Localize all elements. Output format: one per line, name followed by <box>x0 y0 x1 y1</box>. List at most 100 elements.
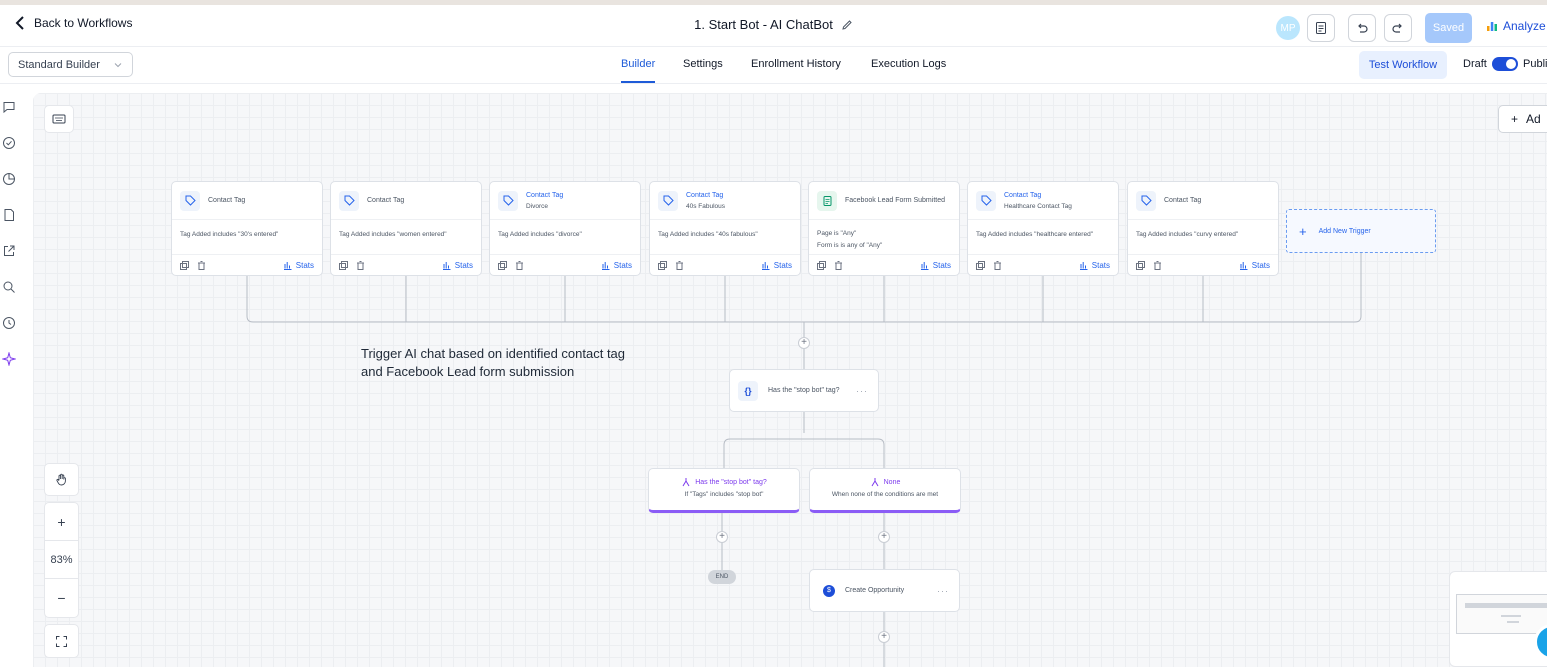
end-marker: END <box>708 570 736 584</box>
trash-icon[interactable] <box>1153 260 1162 270</box>
add-step-button[interactable]: + <box>878 531 890 543</box>
bar-chart-icon <box>442 261 451 270</box>
tab-settings[interactable]: Settings <box>683 58 723 70</box>
stats-link[interactable]: Stats <box>1239 261 1270 270</box>
add-step-button[interactable]: + <box>878 631 890 643</box>
chat-icon[interactable] <box>1 99 17 115</box>
copy-icon[interactable] <box>658 260 667 270</box>
add-button[interactable]: + Ad <box>1498 105 1547 133</box>
pan-tool-button[interactable] <box>44 463 79 496</box>
trigger-title: Facebook Lead Form Submitted <box>845 197 945 204</box>
more-options-icon[interactable]: ··· <box>856 385 868 396</box>
trigger-card[interactable]: Contact Tag 40s Fabulous Tag Added inclu… <box>649 181 801 276</box>
copy-icon[interactable] <box>339 260 348 270</box>
sub-bar: Standard Builder Builder Settings Enroll… <box>0 47 1547 84</box>
copy-icon[interactable] <box>498 260 507 270</box>
stats-link[interactable]: Stats <box>442 261 473 270</box>
tag-icon <box>976 190 996 211</box>
stats-link[interactable]: Stats <box>761 261 792 270</box>
builder-type-select[interactable]: Standard Builder <box>8 52 133 77</box>
undo-button[interactable] <box>1348 14 1376 42</box>
dollar-icon: $ <box>823 584 835 597</box>
trigger-subtitle: Healthcare Contact Tag <box>1004 202 1072 210</box>
analyze-button[interactable]: Analyze <box>1486 19 1546 33</box>
trigger-title: Contact Tag <box>367 197 405 204</box>
trash-icon[interactable] <box>834 260 843 270</box>
builder-type-value: Standard Builder <box>18 58 100 71</box>
trash-icon[interactable] <box>356 260 365 270</box>
stats-link[interactable]: Stats <box>283 261 314 270</box>
trash-icon[interactable] <box>675 260 684 270</box>
clipboard-icon <box>817 190 837 211</box>
add-new-trigger-button[interactable]: + Add New Trigger <box>1286 209 1436 253</box>
undo-icon <box>1358 23 1368 33</box>
version-history-button[interactable] <box>1307 14 1335 42</box>
analyze-label: Analyze <box>1503 19 1546 33</box>
minimap[interactable] <box>1449 571 1547 667</box>
zoom-in-button[interactable]: + <box>45 503 78 541</box>
tag-icon <box>339 190 359 211</box>
publish-toggle[interactable] <box>1492 57 1518 71</box>
trigger-card[interactable]: Contact Tag Tag Added includes "women en… <box>330 181 482 276</box>
copy-icon[interactable] <box>1136 260 1145 270</box>
branch-node[interactable]: None When none of the conditions are met <box>809 468 961 513</box>
tab-enrollment-history[interactable]: Enrollment History <box>751 58 841 70</box>
document-icon[interactable] <box>1 207 17 223</box>
external-link-icon[interactable] <box>1 243 17 259</box>
tag-icon <box>1136 190 1156 211</box>
trigger-card[interactable]: Contact Tag Tag Added includes "30's ent… <box>171 181 323 276</box>
stats-link[interactable]: Stats <box>601 261 632 270</box>
trash-icon[interactable] <box>515 260 524 270</box>
condition-node[interactable]: {} Has the "stop bot" tag? ··· <box>729 369 879 412</box>
trigger-title: Contact Tag <box>686 191 724 199</box>
trigger-card[interactable]: Contact Tag Divorce Tag Added includes "… <box>489 181 641 276</box>
search-icon[interactable] <box>1 279 17 295</box>
tag-icon <box>658 190 678 211</box>
tag-icon <box>180 190 200 211</box>
plus-icon: + <box>1299 223 1307 239</box>
workflow-canvas[interactable]: + Ad Contact Tag Tag Added includes "30'… <box>33 93 1547 667</box>
redo-icon <box>1392 23 1402 33</box>
copy-icon[interactable] <box>817 260 826 270</box>
keyboard-shortcuts-button[interactable] <box>44 105 74 133</box>
pencil-icon[interactable] <box>841 19 853 31</box>
history-icon[interactable] <box>1 315 17 331</box>
bar-chart-icon <box>283 261 292 270</box>
tab-builder[interactable]: Builder <box>621 58 656 83</box>
publish-label: Publi <box>1523 58 1547 70</box>
tab-execution-logs[interactable]: Execution Logs <box>871 58 947 70</box>
trigger-card[interactable]: Facebook Lead Form Submitted Page is "An… <box>808 181 960 276</box>
trash-icon[interactable] <box>197 260 206 270</box>
minimap-viewport <box>1456 594 1547 634</box>
add-step-button[interactable]: + <box>798 337 810 349</box>
add-step-button[interactable]: + <box>716 531 728 543</box>
action-node[interactable]: $ Create Opportunity ··· <box>809 569 960 612</box>
copy-icon[interactable] <box>180 260 189 270</box>
saved-button[interactable]: Saved <box>1425 13 1472 43</box>
trigger-card[interactable]: Contact Tag Tag Added includes "curvy en… <box>1127 181 1279 276</box>
trigger-condition: Form is is any of "Any" <box>817 242 883 249</box>
bar-chart-icon <box>920 261 929 270</box>
stats-link[interactable]: Stats <box>920 261 951 270</box>
zoom-out-button[interactable]: − <box>57 590 66 606</box>
copy-icon[interactable] <box>976 260 985 270</box>
trigger-card[interactable]: Contact Tag Healthcare Contact Tag Tag A… <box>967 181 1119 276</box>
check-circle-icon[interactable] <box>1 135 17 151</box>
more-options-icon[interactable]: ··· <box>937 585 949 596</box>
trigger-subtitle: 40s Fabulous <box>686 202 726 210</box>
stats-link[interactable]: Stats <box>1079 261 1110 270</box>
ai-sparkle-icon[interactable] <box>1 351 17 367</box>
zoom-controls: + 83% − <box>44 502 79 618</box>
workflow-title[interactable]: 1. Start Bot - AI ChatBot <box>694 17 853 32</box>
test-workflow-button[interactable]: Test Workflow <box>1359 51 1447 79</box>
trash-icon[interactable] <box>993 260 1002 270</box>
left-rail <box>0 84 32 667</box>
canvas-note-line: and Facebook Lead form submission <box>361 364 575 379</box>
fit-view-button[interactable] <box>44 624 79 658</box>
branch-node[interactable]: Has the "stop bot" tag? If "Tags" includ… <box>648 468 800 513</box>
back-to-workflows-link[interactable]: Back to Workflows <box>14 16 132 30</box>
pie-chart-icon[interactable] <box>1 171 17 187</box>
redo-button[interactable] <box>1384 14 1412 42</box>
bar-chart-icon <box>1487 22 1497 31</box>
avatar[interactable]: MP <box>1276 16 1300 40</box>
